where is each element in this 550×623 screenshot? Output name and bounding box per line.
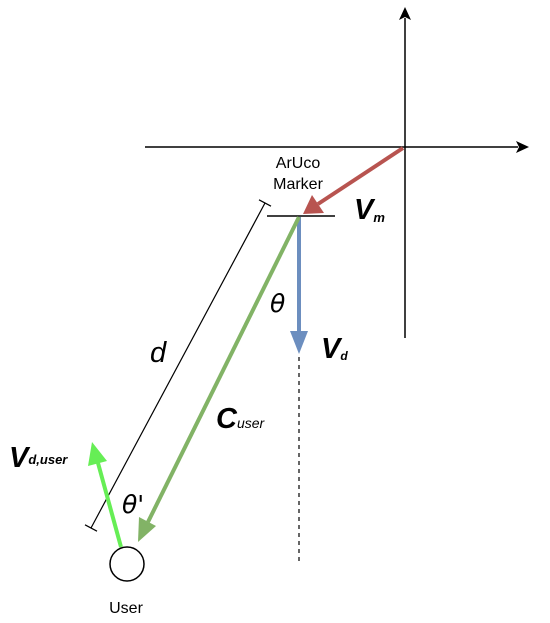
vm-label-main: V — [354, 194, 376, 226]
vector-vduser-arrowhead — [88, 442, 107, 466]
y-axis-arrowhead — [399, 7, 411, 20]
vector-cuser-arrowhead — [138, 517, 156, 542]
vd-label-sub: d — [340, 349, 348, 363]
vector-vm-arrowhead — [303, 195, 324, 214]
vduser-label: Vd,user — [9, 442, 68, 474]
vd-label-main: V — [321, 333, 343, 365]
user-circle — [109, 546, 145, 582]
cuser-label: Cuser — [216, 403, 266, 435]
distance-dimension-tick-top — [258, 199, 272, 207]
vm-label: Vm — [354, 194, 385, 226]
vector-vm-shaft — [316, 146, 405, 206]
vduser-label-sub: d,user — [28, 452, 68, 467]
vector-vduser-shaft — [96, 462, 123, 548]
vduser-label-main: V — [9, 442, 31, 474]
distance-dimension-line — [90, 202, 266, 529]
theta-label: θ — [270, 289, 285, 318]
user-label: User — [109, 600, 143, 617]
theta-prime-label: θ' — [122, 490, 144, 519]
vector-vd-arrowhead — [290, 331, 308, 354]
x-axis-arrowhead — [516, 141, 529, 153]
cuser-label-sub: user — [237, 415, 266, 431]
marker-label-line2: Marker — [273, 176, 323, 193]
distance-dimension-tick-bottom — [84, 524, 98, 532]
distance-label: d — [150, 337, 167, 369]
vd-label: Vd — [321, 333, 348, 365]
cuser-label-main: C — [216, 403, 238, 435]
vector-cuser-shaft — [146, 216, 301, 523]
vm-label-sub: m — [373, 210, 385, 225]
marker-label-line1: ArUco — [276, 155, 321, 172]
